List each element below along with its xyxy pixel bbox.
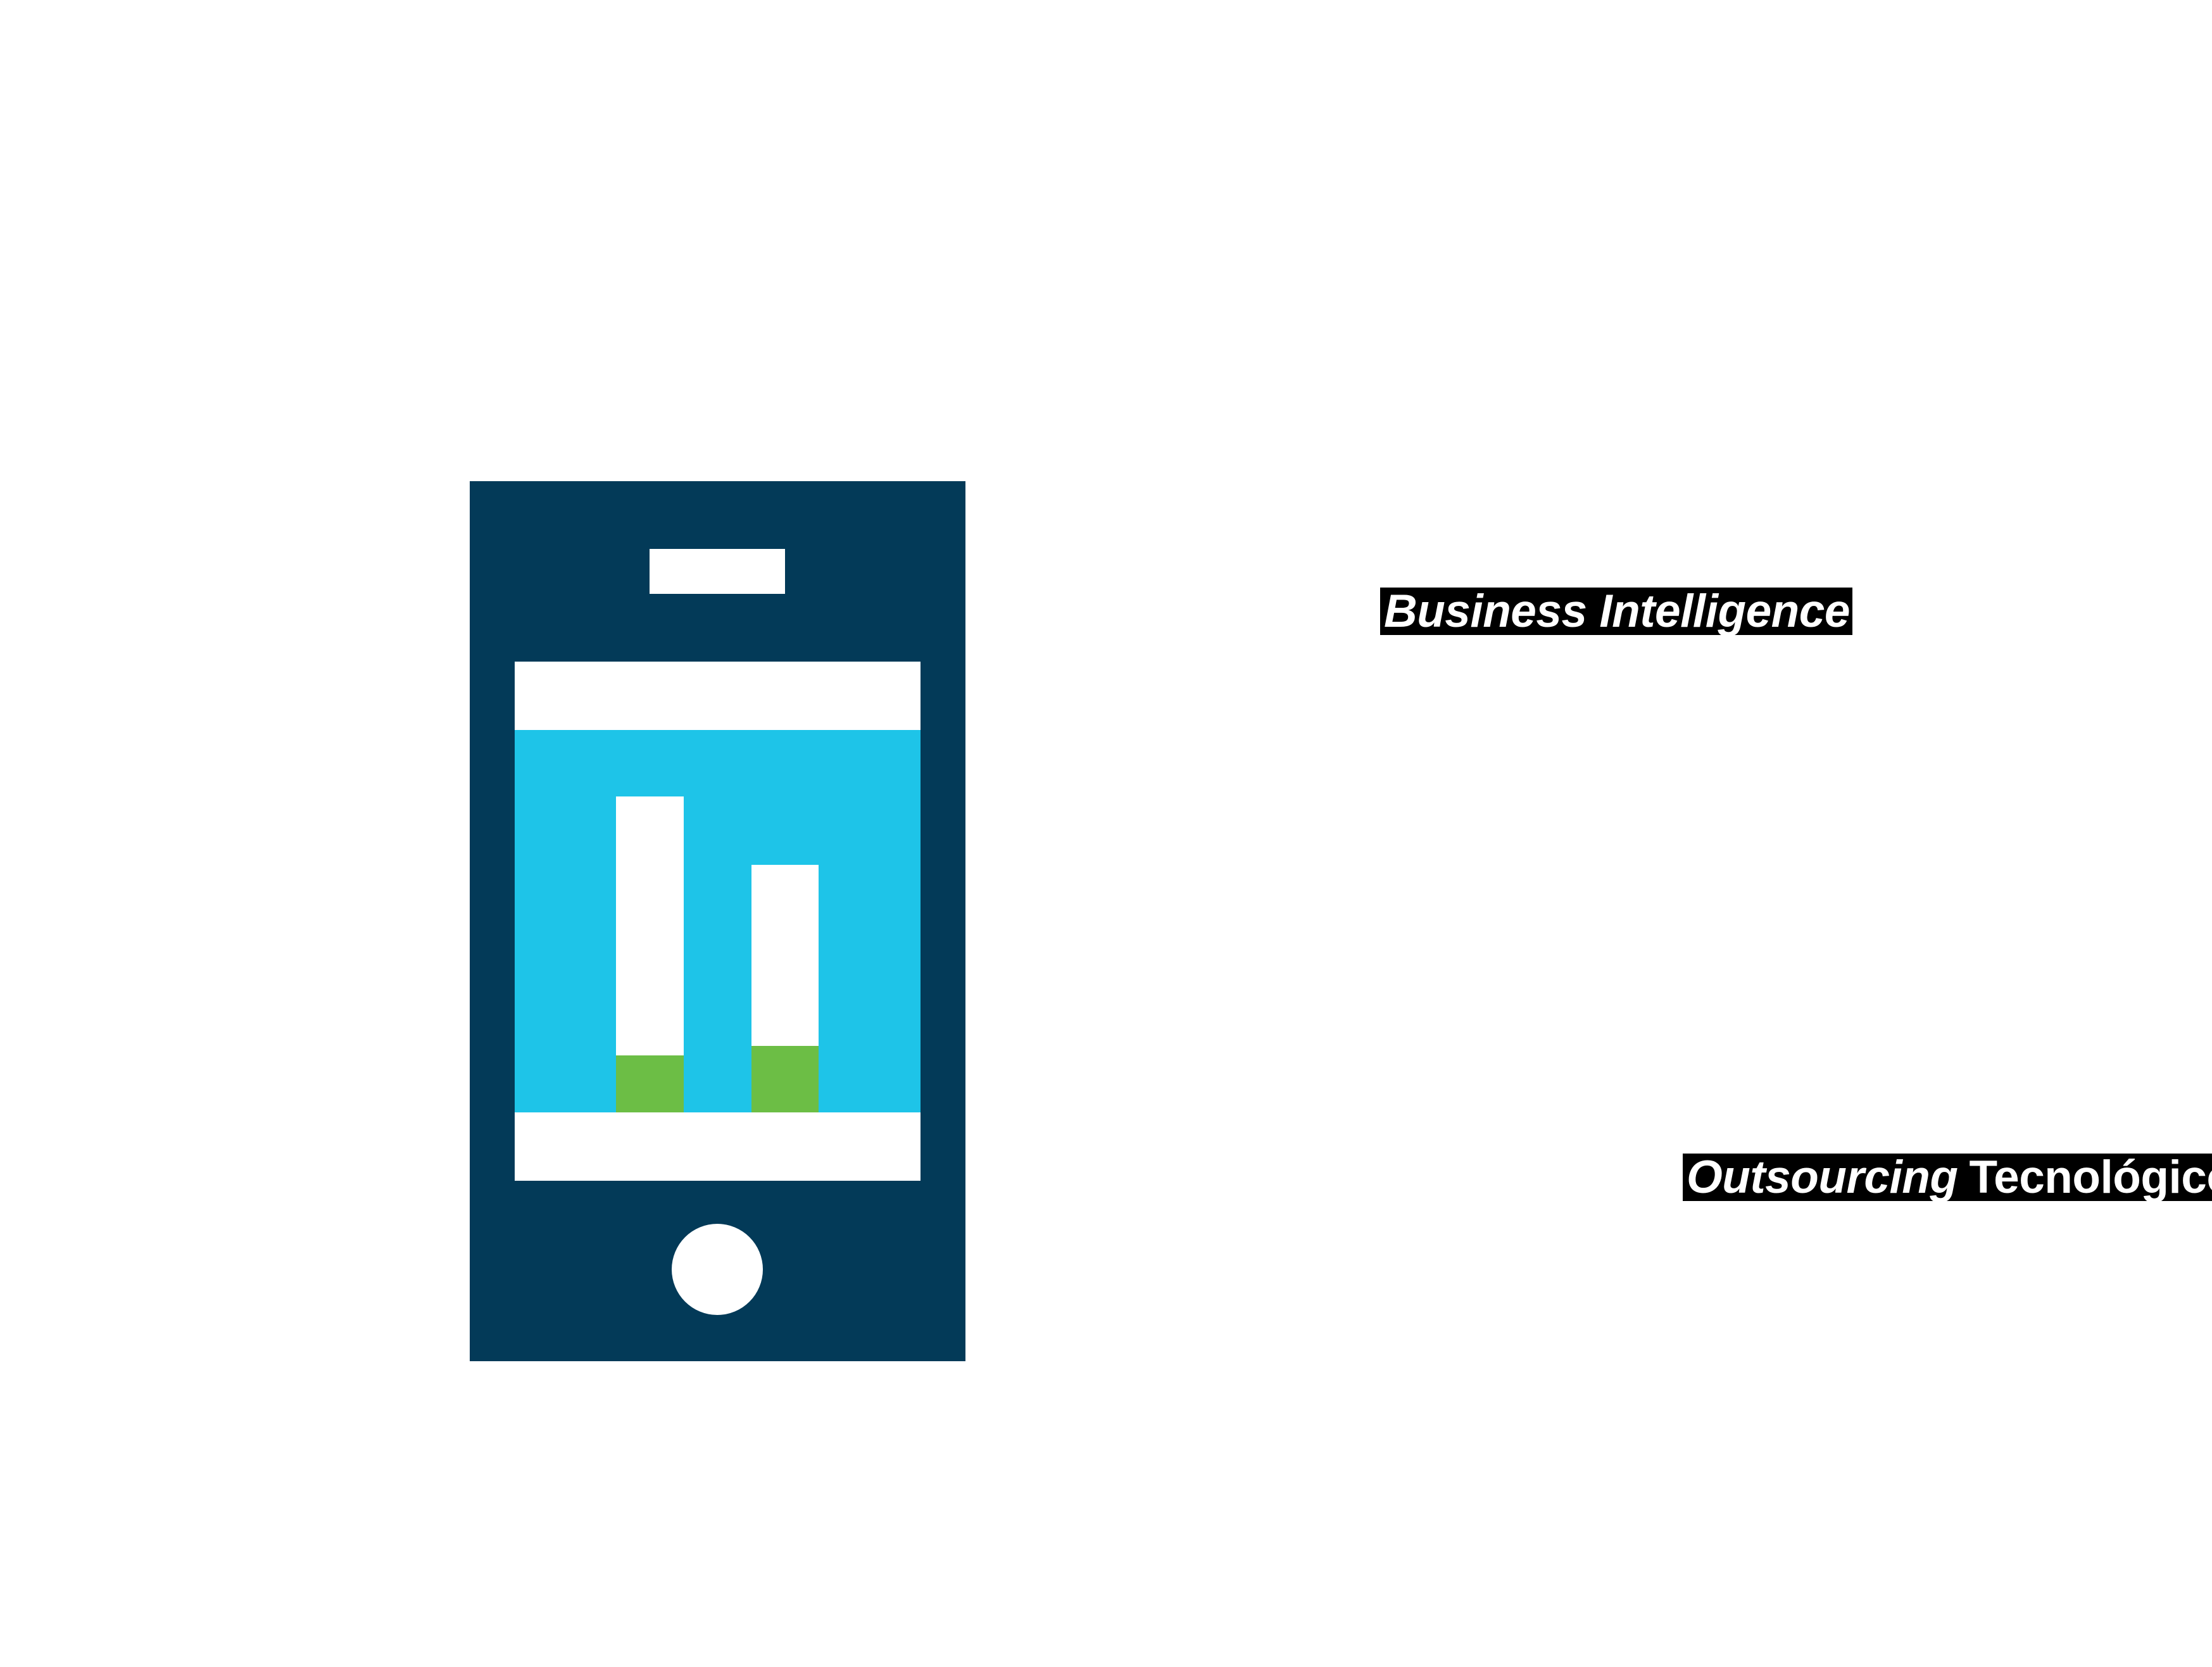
- chart-bar-1-green-segment: [616, 1055, 684, 1112]
- label-tecnologico-word: Tecnológico: [1969, 1154, 2212, 1201]
- label-business-intelligence: Business Intelligence: [1380, 588, 1852, 635]
- chart-bar-1: [616, 796, 684, 1112]
- chart-bar-2: [751, 865, 819, 1112]
- phone-speaker-icon: [650, 549, 785, 594]
- label-business-intelligence-text: Business Intelligence: [1384, 588, 1850, 635]
- phone-illustration: [470, 481, 965, 1361]
- chart-bar-2-green-segment: [751, 1046, 819, 1112]
- label-outsourcing-word: Outsourcing: [1687, 1154, 1958, 1201]
- phone-screen: [515, 662, 921, 1181]
- phone-home-button-icon: [672, 1224, 763, 1315]
- bar-chart-plot-area: [515, 730, 921, 1112]
- label-outsourcing-tecnologico: Outsourcing Tecnológico: [1683, 1154, 2212, 1201]
